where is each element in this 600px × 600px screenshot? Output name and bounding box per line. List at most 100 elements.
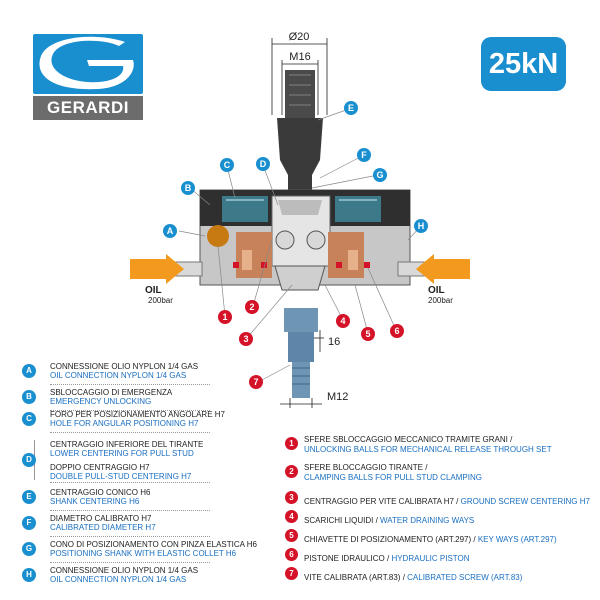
- legend-letter-a: A: [22, 364, 36, 378]
- legend-num-6: 6: [285, 548, 298, 561]
- callout-4: 4: [336, 314, 350, 328]
- legend-d-it2: DOPPIO CENTRAGGIO H7: [50, 463, 150, 472]
- legend-letter-f: F: [22, 516, 36, 530]
- oil-right-pressure: 200bar: [428, 296, 453, 305]
- callout-5: 5: [361, 327, 375, 341]
- legend-b-en: EMERGENCY UNLOCKING: [50, 397, 152, 406]
- legend-separator: [50, 510, 210, 511]
- logo-mark: [33, 34, 143, 94]
- legend-d-it: CENTRAGGIO INFERIORE DEL TIRANTE: [50, 440, 204, 449]
- svg-text:C: C: [224, 160, 231, 170]
- legend-letter-g: G: [22, 542, 36, 556]
- svg-text:F: F: [361, 150, 367, 160]
- legend-f-it: DIAMETRO CALIBRATO H7: [50, 514, 152, 523]
- legend-separator: [50, 482, 210, 483]
- clamp-body: [199, 189, 411, 291]
- letter-callouts: A B C D E F G H: [163, 101, 428, 238]
- oil-fitting-left: [130, 254, 203, 284]
- legend-e-en: SHANK CENTERING H6: [50, 497, 140, 506]
- legend-num-1: 1: [285, 437, 298, 450]
- callout-7: 7: [249, 375, 263, 389]
- svg-text:H: H: [418, 221, 425, 231]
- svg-text:2: 2: [249, 302, 254, 312]
- oil-left-pressure: 200bar: [148, 296, 173, 305]
- pull-stud: [277, 70, 323, 190]
- legend-5-it: CHIAVETTE DI POSIZIONAMENTO (ART.297) /: [304, 535, 478, 544]
- legend-num-7: 7: [285, 567, 298, 580]
- legend-item-e: E CENTRAGGIO CONICO H6 SHANK CENTERING H…: [22, 488, 282, 506]
- svg-text:3: 3: [243, 334, 248, 344]
- legend-b-it: SBLOCCAGGIO DI EMERGENZA: [50, 388, 173, 397]
- callout-2: 2: [245, 300, 259, 314]
- cross-section-diagram: Ø20 M16: [130, 31, 470, 408]
- calibrated-screw: [284, 308, 318, 398]
- legend-num-2: 2: [285, 465, 298, 478]
- legend-g-it: CONO DI POSIZIONAMENTO CON PINZA ELASTIC…: [50, 540, 257, 549]
- callout-1: 1: [218, 310, 232, 324]
- svg-text:G: G: [376, 170, 383, 180]
- legend-item-d: D CENTRAGGIO INFERIORE DEL TIRANTE LOWER…: [22, 440, 282, 481]
- legend-h-it: CONNESSIONE OLIO NYPLON 1/4 GAS: [50, 566, 199, 575]
- legend-letter-d: D: [22, 453, 36, 467]
- callout-b: B: [181, 181, 195, 195]
- callout-d: D: [256, 157, 270, 171]
- callout-h: H: [414, 219, 428, 233]
- legend-f-en: CALIBRATED DIAMETER H7: [50, 523, 156, 532]
- force-badge: 25kN: [481, 37, 566, 91]
- legend-2-en: CLAMPING BALLS FOR PULL STUD CLAMPING: [304, 473, 482, 482]
- legend-3-en: GROUND SCREW CENTERING H7: [460, 497, 590, 506]
- oil-left-label: OIL: [145, 285, 162, 296]
- svg-text:6: 6: [394, 326, 399, 336]
- legend-a-it: CONNESSIONE OLIO NYPLON 1/4 GAS: [50, 362, 199, 371]
- svg-text:7: 7: [253, 377, 258, 387]
- svg-text:1: 1: [222, 312, 227, 322]
- screw-dimension: [280, 330, 324, 408]
- legend-item-c: C FORO PER POSIZIONAMENTO ANGOLARE H7 HO…: [22, 410, 282, 428]
- callout-6: 6: [390, 324, 404, 338]
- legend-num-4: 4: [285, 510, 298, 523]
- callout-g: G: [373, 168, 387, 182]
- callout-f: F: [357, 148, 371, 162]
- svg-text:E: E: [348, 103, 354, 113]
- legend-separator: [50, 410, 210, 411]
- legend-separator: [50, 562, 210, 563]
- legend-6-en: HYDRAULIC PISTON: [391, 554, 470, 563]
- legend-e-it: CENTRAGGIO CONICO H6: [50, 488, 151, 497]
- legend-h-en: OIL CONNECTION NYPLON 1/4 GAS: [50, 575, 187, 584]
- legend-letter-b: B: [22, 390, 36, 404]
- legend-item-h: H CONNESSIONE OLIO NYPLON 1/4 GAS OIL CO…: [22, 566, 282, 584]
- legend-item-a: A CONNESSIONE OLIO NYPLON 1/4 GAS OIL CO…: [22, 362, 282, 380]
- legend-c-en: HOLE FOR ANGULAR POSITIONING H7: [50, 419, 199, 428]
- legend-separator: [50, 384, 210, 385]
- svg-text:A: A: [167, 226, 174, 236]
- callout-e: E: [344, 101, 358, 115]
- legend-4-en: WATER DRAINING WAYS: [380, 516, 475, 525]
- legend-7-en: CALIBRATED SCREW (ART.83): [407, 573, 523, 582]
- legend-num-3: 3: [285, 491, 298, 504]
- legend-1-it: SFERE SBLOCCAGGIO MECCANICO TRAMITE GRAN…: [304, 435, 513, 444]
- callout-c: C: [220, 158, 234, 172]
- legend-5-en: KEY WAYS (ART.297): [477, 535, 557, 544]
- legend-c-it: FORO PER POSIZIONAMENTO ANGOLARE H7: [50, 410, 225, 419]
- legend-2-it: SFERE BLOCCAGGIO TIRANTE /: [304, 463, 428, 472]
- oil-fitting-right: [397, 254, 470, 284]
- number-callouts: 1 2 3 4 5 6 7: [218, 300, 404, 389]
- brand-name: GERARDI: [33, 96, 143, 120]
- svg-text:4: 4: [340, 316, 345, 326]
- svg-text:D: D: [260, 159, 267, 169]
- top-thread-label: M16: [289, 51, 310, 63]
- legend-g-en: POSITIONING SHANK WITH ELASTIC COLLET H6: [50, 549, 237, 558]
- legend-7-it: VITE CALIBRATA (ART.83) /: [304, 573, 408, 582]
- leader-lines: [178, 108, 422, 382]
- legend-separator: [50, 536, 210, 537]
- legend-6-it: PISTONE IDRAULICO /: [304, 554, 392, 563]
- legend-a-en: OIL CONNECTION NYPLON 1/4 GAS: [50, 371, 187, 380]
- legend-4-it: SCARICHI LIQUIDI /: [304, 516, 381, 525]
- legend-num-5: 5: [285, 529, 298, 542]
- svg-text:B: B: [185, 183, 192, 193]
- callout-a: A: [163, 224, 177, 238]
- legend-3-it: CENTRAGGIO PER VITE CALIBRATA H7 /: [304, 497, 461, 506]
- legend-d-en: LOWER CENTERING FOR PULL STUD: [50, 449, 194, 458]
- oil-right-label: OIL: [428, 285, 445, 296]
- bottom-thread-label: M12: [327, 391, 348, 403]
